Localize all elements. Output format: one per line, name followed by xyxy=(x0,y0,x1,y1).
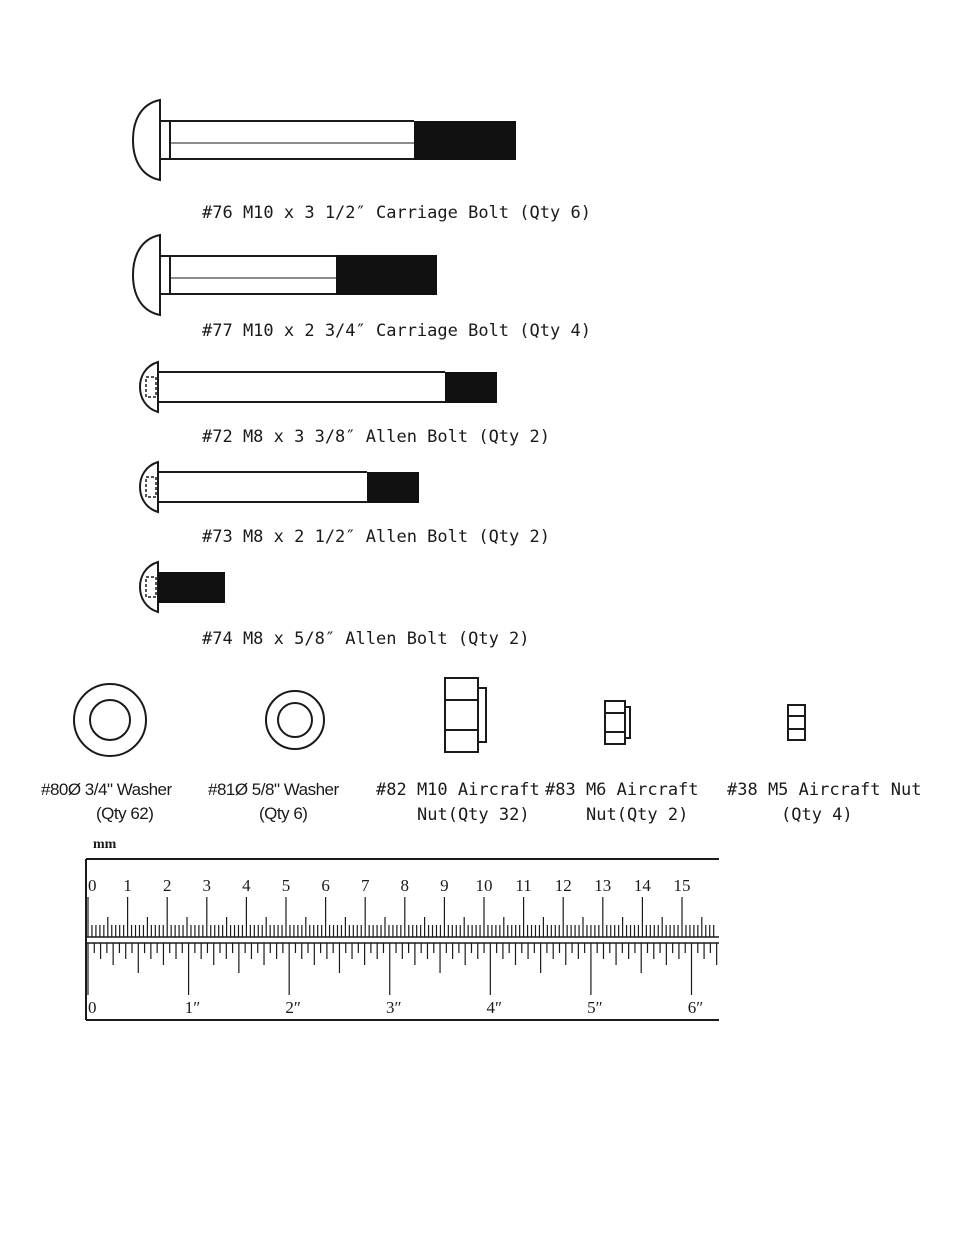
bolt-73-label: #73 M8 x 2 1/2″ Allen Bolt (Qty 2) xyxy=(202,527,550,547)
washer-80-drawing xyxy=(73,683,147,757)
ruler-inch-labels: 0 1″ 2″ 3″ 4″ 5″ 6″ xyxy=(88,998,703,1017)
bolt-74-label: #74 M8 x 5/8″ Allen Bolt (Qty 2) xyxy=(202,629,530,649)
cm-label: 10 xyxy=(476,876,493,895)
allen-bolt-73-drawing xyxy=(138,460,419,514)
nut-83-drawing xyxy=(604,700,631,745)
cm-label: 9 xyxy=(440,876,449,895)
carriage-bolt-76-drawing xyxy=(131,98,516,182)
cm-label: 12 xyxy=(555,876,572,895)
cm-label: 6 xyxy=(321,876,330,895)
cm-label: 1 xyxy=(123,876,132,895)
ruler-mm-ticks xyxy=(87,897,715,937)
bolt-72-label: #72 M8 x 3 3/8″ Allen Bolt (Qty 2) xyxy=(202,427,550,447)
bolt-76-label: #76 M10 x 3 1/2″ Carriage Bolt (Qty 6) xyxy=(202,203,591,223)
cm-label: 2 xyxy=(163,876,172,895)
nut-38-drawing xyxy=(787,704,806,741)
cm-label: 8 xyxy=(401,876,410,895)
allen-bolt-72-drawing xyxy=(138,360,497,414)
cm-label: 7 xyxy=(361,876,370,895)
cm-label: 13 xyxy=(594,876,611,895)
inch-label: 4″ xyxy=(487,998,503,1017)
inch-label: 2″ xyxy=(285,998,301,1017)
cm-label: 5 xyxy=(282,876,291,895)
carriage-bolt-77-drawing xyxy=(131,233,437,317)
nut-83-qty: Nut(Qty 2) xyxy=(586,805,688,825)
nut-82-qty: Nut(Qty 32) xyxy=(417,805,530,825)
washer-80-label: #80Ø 3/4" Washer xyxy=(41,780,172,799)
cm-label: 4 xyxy=(242,876,251,895)
cm-label: 0 xyxy=(88,876,97,895)
ruler-inch-ticks xyxy=(87,943,718,995)
bolt-77-label: #77 M10 x 2 3/4″ Carriage Bolt (Qty 4) xyxy=(202,321,591,341)
nut-82-drawing xyxy=(444,677,487,753)
nut-82-label: #82 M10 Aircraft xyxy=(376,780,540,800)
nut-38-label: #38 M5 Aircraft Nut xyxy=(727,780,921,800)
washer-81-drawing xyxy=(265,690,325,750)
washer-81-label: #81Ø 5/8" Washer xyxy=(208,780,339,799)
inch-label: 1″ xyxy=(185,998,201,1017)
allen-bolt-74-drawing xyxy=(138,560,225,614)
nut-83-label: #83 M6 Aircraft xyxy=(545,780,699,800)
cm-label: 15 xyxy=(674,876,691,895)
washer-80-qty: (Qty 62) xyxy=(96,804,153,823)
inch-label: 0 xyxy=(88,998,97,1017)
nut-38-qty: (Qty 4) xyxy=(781,805,853,825)
inch-label: 6″ xyxy=(688,998,704,1017)
ruler-unit-label: mm xyxy=(93,837,117,852)
cm-label: 14 xyxy=(634,876,652,895)
inch-label: 5″ xyxy=(587,998,603,1017)
inch-label: 3″ xyxy=(386,998,402,1017)
washer-81-qty: (Qty 6) xyxy=(259,804,307,823)
cm-label: 11 xyxy=(515,876,531,895)
cm-label: 3 xyxy=(203,876,212,895)
